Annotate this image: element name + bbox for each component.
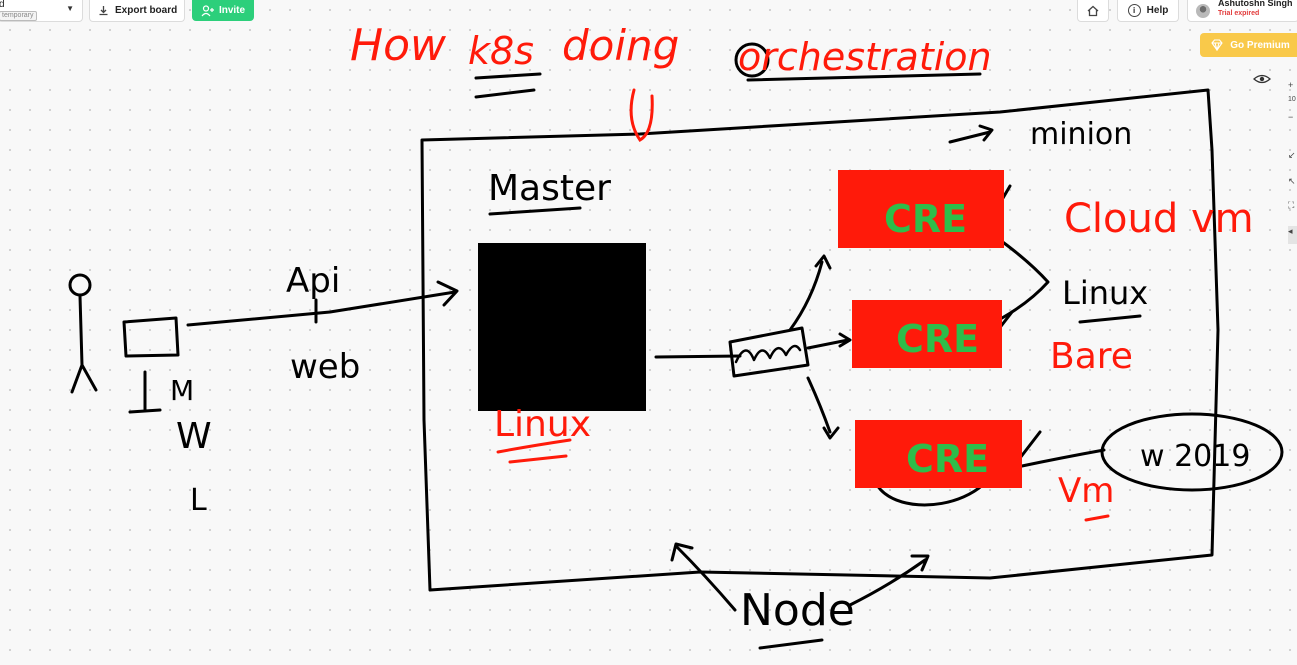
cre-label-3: CRE	[906, 437, 989, 481]
zoom-in-icon[interactable]: +	[1288, 80, 1294, 90]
label-bare: Bare	[1050, 336, 1133, 377]
w2019-circle	[1100, 412, 1284, 492]
title-orchestration: orchestration	[738, 35, 992, 79]
add-user-icon	[201, 4, 214, 16]
master-block	[478, 243, 646, 411]
board-temporary-tag: temporary	[0, 11, 37, 21]
help-label: Help	[1146, 5, 1169, 16]
zoom-level: 10	[1288, 96, 1296, 103]
avatar	[1196, 3, 1210, 18]
invite-button[interactable]: Invite	[192, 0, 254, 21]
home-button[interactable]	[1077, 0, 1109, 22]
user-menu[interactable]: Ashutoshn Singh Trial expired	[1187, 0, 1297, 22]
label-m: M	[170, 374, 194, 407]
laptop-icon	[122, 316, 180, 414]
cre-box-1	[838, 170, 1004, 248]
label-w: W	[176, 416, 212, 457]
stick-figure-body	[70, 294, 98, 394]
export-board-button[interactable]: Export board	[89, 0, 185, 22]
label-api: Api	[286, 261, 340, 301]
chevron-down-icon: ▼	[66, 4, 74, 13]
go-premium-label: Go Premium	[1230, 39, 1290, 51]
title-how: How	[350, 20, 447, 71]
invite-label: Invite	[218, 5, 246, 16]
title-k8s: k8s	[468, 29, 534, 73]
node-boundary	[420, 88, 1220, 592]
board-name: d	[0, 0, 5, 10]
help-button[interactable]: i Help	[1117, 0, 1179, 22]
collapse-icon[interactable]: ↙	[1288, 150, 1296, 160]
label-vm: Vm	[1058, 471, 1114, 511]
label-linux-right: Linux	[1062, 274, 1148, 312]
label-linux-master: Linux	[494, 404, 591, 445]
home-icon	[1087, 5, 1099, 16]
cre-label-2: CRE	[896, 317, 979, 361]
label-cloud-vm: Cloud vm	[1064, 196, 1254, 242]
label-node: Node	[740, 585, 855, 636]
info-icon: i	[1127, 4, 1141, 17]
label-master: Master	[488, 168, 611, 209]
label-minion: minion	[1030, 117, 1132, 152]
cre-label-1: CRE	[884, 197, 967, 241]
scheduler-box	[728, 326, 810, 378]
stick-figure-head	[68, 273, 92, 297]
label-w2019: w 2019	[1140, 439, 1250, 474]
label-web: web	[290, 347, 360, 387]
trial-status: Trial expired	[1218, 10, 1260, 17]
diamond-icon	[1211, 39, 1223, 51]
expand-icon[interactable]: ↖	[1288, 176, 1296, 186]
api-arrow	[186, 280, 459, 327]
title-doing: doing	[562, 21, 679, 70]
user-name: Ashutoshn Singh	[1218, 0, 1293, 8]
zoom-out-icon[interactable]: −	[1288, 112, 1294, 122]
panel-toggle-icon[interactable]: ◂	[1288, 226, 1297, 244]
download-icon	[99, 6, 108, 16]
board-name-menu[interactable]: d temporary ▼	[0, 0, 83, 22]
cre-box-3	[855, 420, 1022, 488]
export-board-label: Export board	[115, 5, 178, 16]
label-l: L	[190, 483, 207, 518]
fit-screen-icon[interactable]: ⛶	[1288, 200, 1295, 210]
cre-box-2	[852, 300, 1002, 368]
go-premium-button[interactable]: Go Premium	[1200, 33, 1297, 57]
master-connector	[654, 354, 742, 359]
eye-icon[interactable]	[1253, 73, 1271, 85]
